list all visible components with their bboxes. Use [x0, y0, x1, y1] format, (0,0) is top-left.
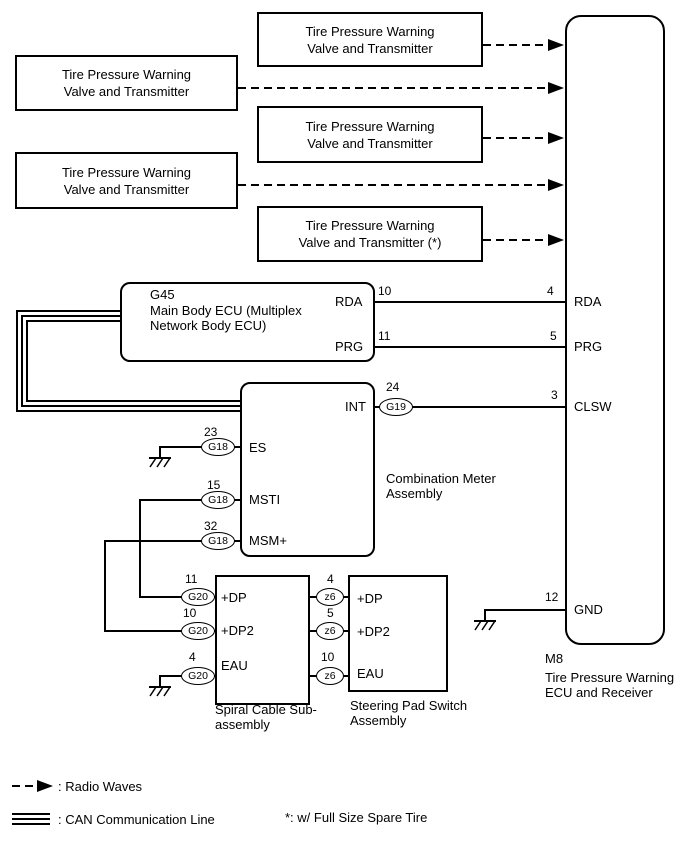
pin-number-tpw-rda: 4 — [547, 284, 554, 298]
transmitter-label-line2: Valve and Transmitter (*) — [298, 235, 442, 250]
transmitter-box-3: Tire Pressure Warning Valve and Transmit… — [257, 106, 483, 163]
arrowhead-icon — [548, 234, 564, 246]
pin-number-sc-dp: 11 — [185, 572, 198, 586]
sp-pin-dp2-label: +DP2 — [357, 624, 390, 639]
legend-can-line-sample — [12, 813, 50, 825]
transmitter-label-line1: Tire Pressure Warning — [305, 23, 435, 39]
transmitter-label-line2: Valve and Transmitter — [307, 40, 433, 56]
arrowhead-icon — [548, 132, 564, 144]
connector-oval-g20-dp: G20 — [181, 588, 215, 606]
main-body-ecu-box — [120, 282, 375, 362]
transmitter-box-4: Tire Pressure Warning Valve and Transmit… — [15, 152, 238, 209]
connector-oval-z6-dp2: z6 — [316, 622, 344, 640]
tpw-ecu-pin-gnd-label: GND — [574, 602, 603, 617]
radio-wave-arrow-5 — [483, 234, 564, 246]
pin-number-tpw-prg: 5 — [550, 329, 557, 343]
pin-number-sp-dp: 4 — [327, 572, 334, 586]
pin-number-sc-eau: 4 — [189, 650, 196, 664]
transmitter-label-line2: Valve and Transmitter — [63, 84, 190, 99]
tpw-ecu-name: Tire Pressure Warning ECU and Receiver — [545, 670, 675, 700]
cm-pin-int-label: INT — [345, 399, 366, 414]
arrowhead-icon — [548, 82, 564, 94]
transmitter-label-line1: Tire Pressure Warning — [305, 118, 435, 134]
ground-symbols — [149, 457, 496, 697]
legend-footnote: *: w/ Full Size Spare Tire — [285, 810, 428, 825]
transmitter-box-2: Tire Pressure Warning Valve and Transmit… — [15, 55, 238, 111]
connector-oval-g18-msm: G18 — [201, 532, 235, 550]
pin-number-sc-dp2: 10 — [183, 606, 197, 620]
pin-number-mbecu-prg: 11 — [378, 329, 391, 343]
legend-can-line-label: : CAN Communication Line — [58, 812, 215, 827]
ground-icon-eau — [149, 686, 171, 697]
pin-number-sp-dp2: 5 — [327, 606, 334, 620]
radio-wave-arrow-3 — [483, 132, 564, 144]
pin-number-tpw-gnd: 12 — [545, 590, 559, 604]
transmitter-label-line2: Valve and Transmitter — [307, 135, 433, 151]
transmitter-label-line1: Tire Pressure Warning — [305, 218, 435, 233]
pin-number-tpw-clsw: 3 — [551, 388, 558, 402]
arrowhead-icon — [548, 179, 564, 191]
tpw-ecu-pin-prg-label: PRG — [574, 339, 603, 354]
spiral-cable-name: Spiral Cable Sub-assembly — [215, 702, 317, 732]
legend-radio-waves-label: : Radio Waves — [58, 779, 143, 794]
main-body-ecu-pin-rda-label: RDA — [335, 294, 363, 309]
tpw-ecu-box — [565, 15, 665, 645]
ground-icon-gnd — [474, 620, 496, 631]
connector-oval-z6-eau: z6 — [316, 667, 344, 685]
cm-pin-msti-label: MSTI — [249, 492, 281, 507]
steering-pad-switch-box — [348, 575, 448, 692]
transmitter-label-line1: Tire Pressure Warning — [61, 67, 192, 82]
connector-oval-g20-dp2: G20 — [181, 622, 215, 640]
arrowhead-icon — [548, 39, 564, 51]
connector-oval-g20-eau: G20 — [181, 667, 215, 685]
connector-oval-g19: G19 — [379, 398, 413, 416]
tpw-ecu-pin-clsw-label: CLSW — [574, 399, 612, 414]
transmitter-label-line2: Valve and Transmitter — [63, 181, 190, 197]
can-communication-line — [16, 310, 241, 412]
sc-pin-eau-label: EAU — [221, 658, 248, 673]
arrowhead-icon — [37, 780, 53, 792]
sc-pin-dp-label: +DP — [221, 590, 247, 605]
connector-oval-g18-msti: G18 — [201, 491, 235, 509]
pin-number-sp-eau: 10 — [321, 650, 335, 664]
pin-number-cm-msm: 32 — [204, 519, 218, 533]
sp-pin-eau-label: EAU — [357, 666, 384, 681]
radio-wave-arrow-2 — [238, 82, 564, 94]
cm-pin-msm-label: MSM+ — [249, 533, 287, 548]
main-body-ecu-pin-prg-label: PRG — [335, 339, 364, 354]
combination-meter-box — [240, 382, 375, 557]
spiral-cable-box — [215, 575, 310, 705]
wire-gnd — [484, 609, 566, 621]
cm-pin-es-label: ES — [249, 440, 267, 455]
connector-oval-z6-dp: z6 — [316, 588, 344, 606]
pin-number-cm-es: 23 — [204, 425, 218, 439]
radio-wave-arrow-4 — [238, 179, 564, 191]
transmitter-box-1: Tire Pressure Warning Valve and Transmit… — [257, 12, 483, 67]
wire-msm-dp2 — [104, 540, 240, 632]
tpw-ecu-pin-rda-label: RDA — [574, 294, 602, 309]
pin-number-mbecu-rda: 10 — [378, 284, 392, 298]
pin-number-cm-int: 24 — [386, 380, 400, 394]
pin-number-cm-msti: 15 — [207, 478, 221, 492]
main-body-ecu-name: Main Body ECU (Multiplex Network Body EC… — [150, 303, 302, 333]
legend-radio-waves-sample — [12, 780, 53, 792]
combination-meter-name: Combination Meter Assembly — [386, 471, 496, 501]
tpw-ecu-code: M8 — [545, 651, 564, 666]
transmitter-box-5-spare: Tire Pressure Warning Valve and Transmit… — [257, 206, 483, 262]
ground-icon-es — [149, 457, 171, 468]
steering-pad-name: Steering Pad Switch Assembly — [350, 698, 468, 728]
sc-pin-dp2-label: +DP2 — [221, 623, 254, 638]
connector-oval-g18-es: G18 — [201, 438, 235, 456]
radio-wave-arrows — [238, 39, 564, 246]
sp-pin-dp-label: +DP — [357, 591, 383, 606]
wire-msti-dp — [139, 499, 240, 598]
transmitter-label-line1: Tire Pressure Warning — [61, 164, 192, 180]
radio-wave-arrow-1 — [483, 39, 564, 51]
main-body-ecu-code: G45 — [150, 287, 175, 302]
